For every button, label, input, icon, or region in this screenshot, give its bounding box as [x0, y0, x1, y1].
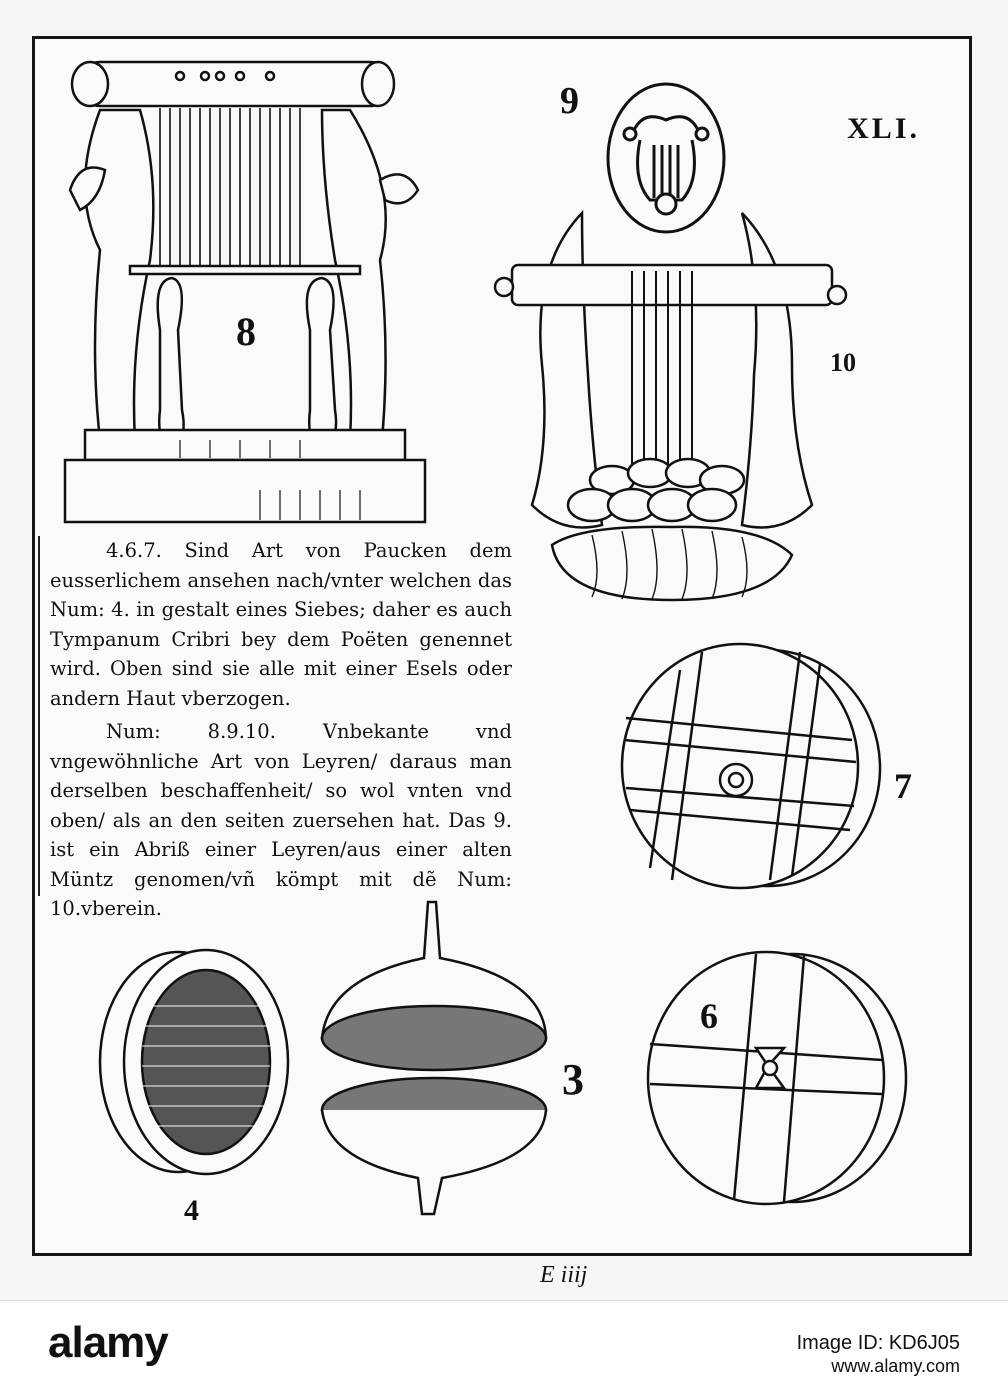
figure-number-8: 8: [236, 309, 256, 354]
paragraph-drums: 4.6.7. Sind Art von Paucken dem eusserli…: [50, 539, 512, 710]
figure-3-bowl: [320, 900, 548, 1216]
figure-7-drum: [620, 642, 882, 890]
page-signature: E iiij: [540, 1262, 588, 1288]
watermark-band: [0, 1300, 1008, 1391]
figure-number-10: 10: [830, 348, 856, 377]
figure-8-stand-lyre: [63, 60, 427, 524]
figure-4-sieve-drum: [98, 948, 290, 1176]
figure-number-4: 4: [184, 1194, 199, 1227]
alamy-logo: alamy: [48, 1318, 169, 1367]
figure-number-9: 9: [560, 80, 579, 122]
paragraph-lyres: Num: 8.9.10. Vnbekante vnd vngewöhnliche…: [50, 720, 512, 920]
figure-9-lyre-coin: [606, 82, 726, 234]
image-id: Image ID: KD6J05: [796, 1332, 960, 1354]
figure-number-7: 7: [894, 766, 912, 806]
description-text: 4.6.7. Sind Art von Paucken dem eusserli…: [38, 536, 512, 920]
figure-6-drum: [646, 950, 908, 1206]
plate-number: XLI.: [847, 112, 920, 145]
figure-number-3: 3: [562, 1055, 584, 1104]
figure-10-horned-lyre: [493, 209, 848, 602]
figure-number-6: 6: [700, 996, 718, 1036]
watermark-url: www.alamy.com: [831, 1356, 960, 1376]
